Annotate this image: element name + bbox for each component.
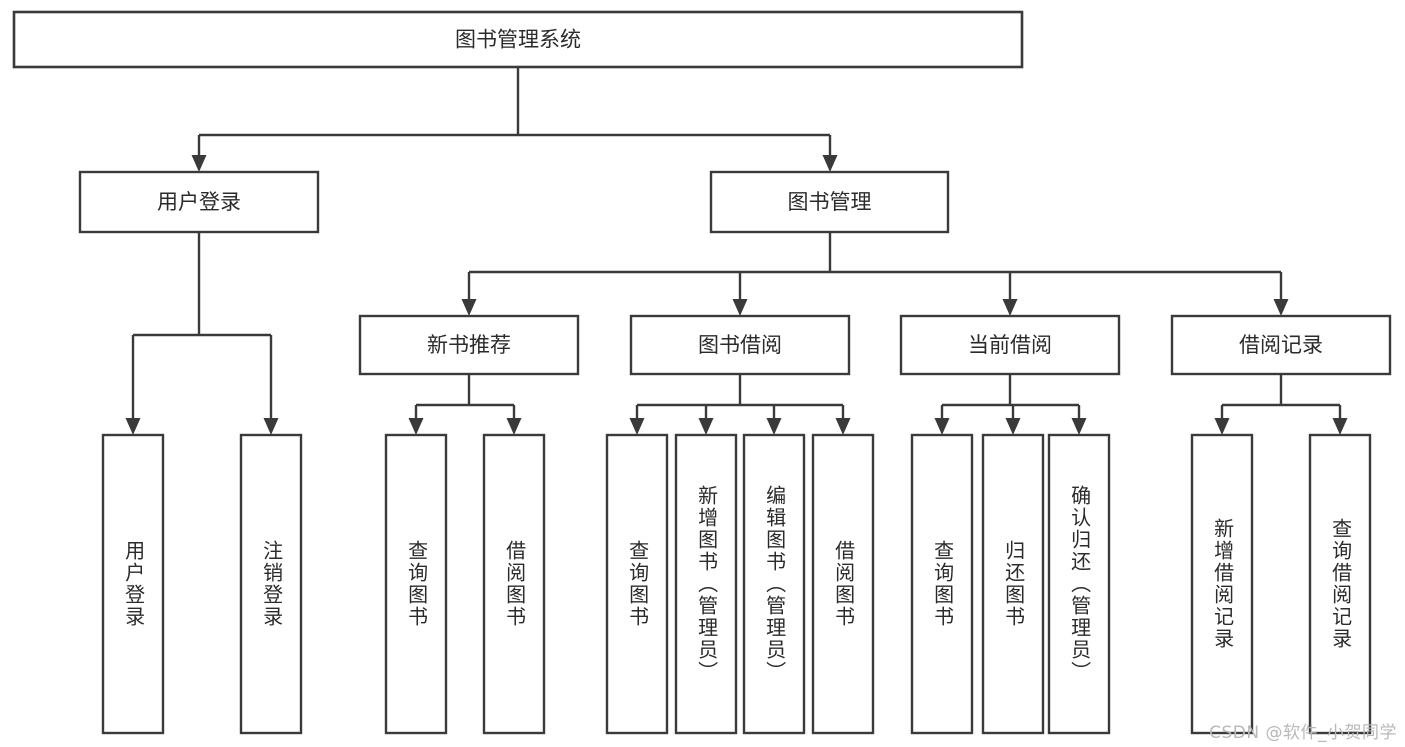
- leaf-node-3-box[interactable]: [482, 433, 546, 735]
- root-branch-0-arrow-icon: [191, 155, 207, 172]
- group-3-branch-1-arrow-icon: [1332, 418, 1348, 435]
- leaf-node-2-box[interactable]: [384, 433, 448, 735]
- level3-node-0-box[interactable]: [358, 314, 580, 376]
- root-node-label: 图书管理系统: [455, 28, 581, 52]
- level2-node-1-box[interactable]: [709, 170, 950, 234]
- level3-node-1-box[interactable]: [629, 314, 851, 376]
- level3-node-3-label: 借阅记录: [1239, 333, 1323, 357]
- leaf-node-12-box[interactable]: [1308, 433, 1372, 735]
- leaf-node-1-box[interactable]: [239, 433, 303, 735]
- group-0-branch-1-arrow-icon: [506, 418, 522, 435]
- root-node-box[interactable]: [12, 10, 1024, 69]
- group-2-branch-0-arrow-icon: [934, 418, 950, 435]
- level3-node-1-label: 图书借阅: [698, 333, 782, 357]
- book-mgmt-branch-2-arrow-icon: [1002, 299, 1018, 316]
- leaf-node-9-box[interactable]: [981, 433, 1045, 735]
- book-mgmt-branch-1-arrow-icon: [732, 299, 748, 316]
- group-2-branch-1-arrow-icon: [1005, 418, 1021, 435]
- user-login-branch-0-arrow-icon: [125, 418, 141, 435]
- group-2-branch-2-arrow-icon: [1071, 418, 1087, 435]
- root-branch-1-arrow-icon: [822, 155, 838, 172]
- level3-node-3-box[interactable]: [1170, 314, 1392, 376]
- leaf-node-5-box[interactable]: [674, 433, 738, 735]
- group-1-branch-3-arrow-icon: [835, 418, 851, 435]
- leaf-node-0-box[interactable]: [101, 433, 165, 735]
- leaf-node-8-box[interactable]: [910, 433, 974, 735]
- level2-node-0-label: 用户登录: [157, 190, 241, 214]
- group-1-branch-2-arrow-icon: [766, 418, 782, 435]
- book-mgmt-branch-3-arrow-icon: [1273, 299, 1289, 316]
- group-1-branch-1-arrow-icon: [698, 418, 714, 435]
- level2-node-0-box[interactable]: [78, 170, 320, 234]
- level3-node-0-label: 新书推荐: [427, 333, 511, 357]
- group-0-branch-0-arrow-icon: [408, 418, 424, 435]
- leaf-node-11-box[interactable]: [1190, 433, 1254, 735]
- leaf-node-7-box[interactable]: [811, 433, 875, 735]
- group-1-branch-0-arrow-icon: [629, 418, 645, 435]
- level3-node-2-label: 当前借阅: [968, 333, 1052, 357]
- level2-node-1-label: 图书管理: [788, 190, 872, 214]
- user-login-branch-1-arrow-icon: [263, 418, 279, 435]
- leaf-node-6-box[interactable]: [742, 433, 806, 735]
- box-layer: [12, 10, 1392, 735]
- group-3-branch-0-arrow-icon: [1214, 418, 1230, 435]
- level3-node-2-box[interactable]: [899, 314, 1121, 376]
- leaf-node-10-box[interactable]: [1047, 433, 1111, 735]
- connector-layer: [125, 67, 1348, 435]
- book-mgmt-branch-0-arrow-icon: [461, 299, 477, 316]
- leaf-node-4-box[interactable]: [605, 433, 669, 735]
